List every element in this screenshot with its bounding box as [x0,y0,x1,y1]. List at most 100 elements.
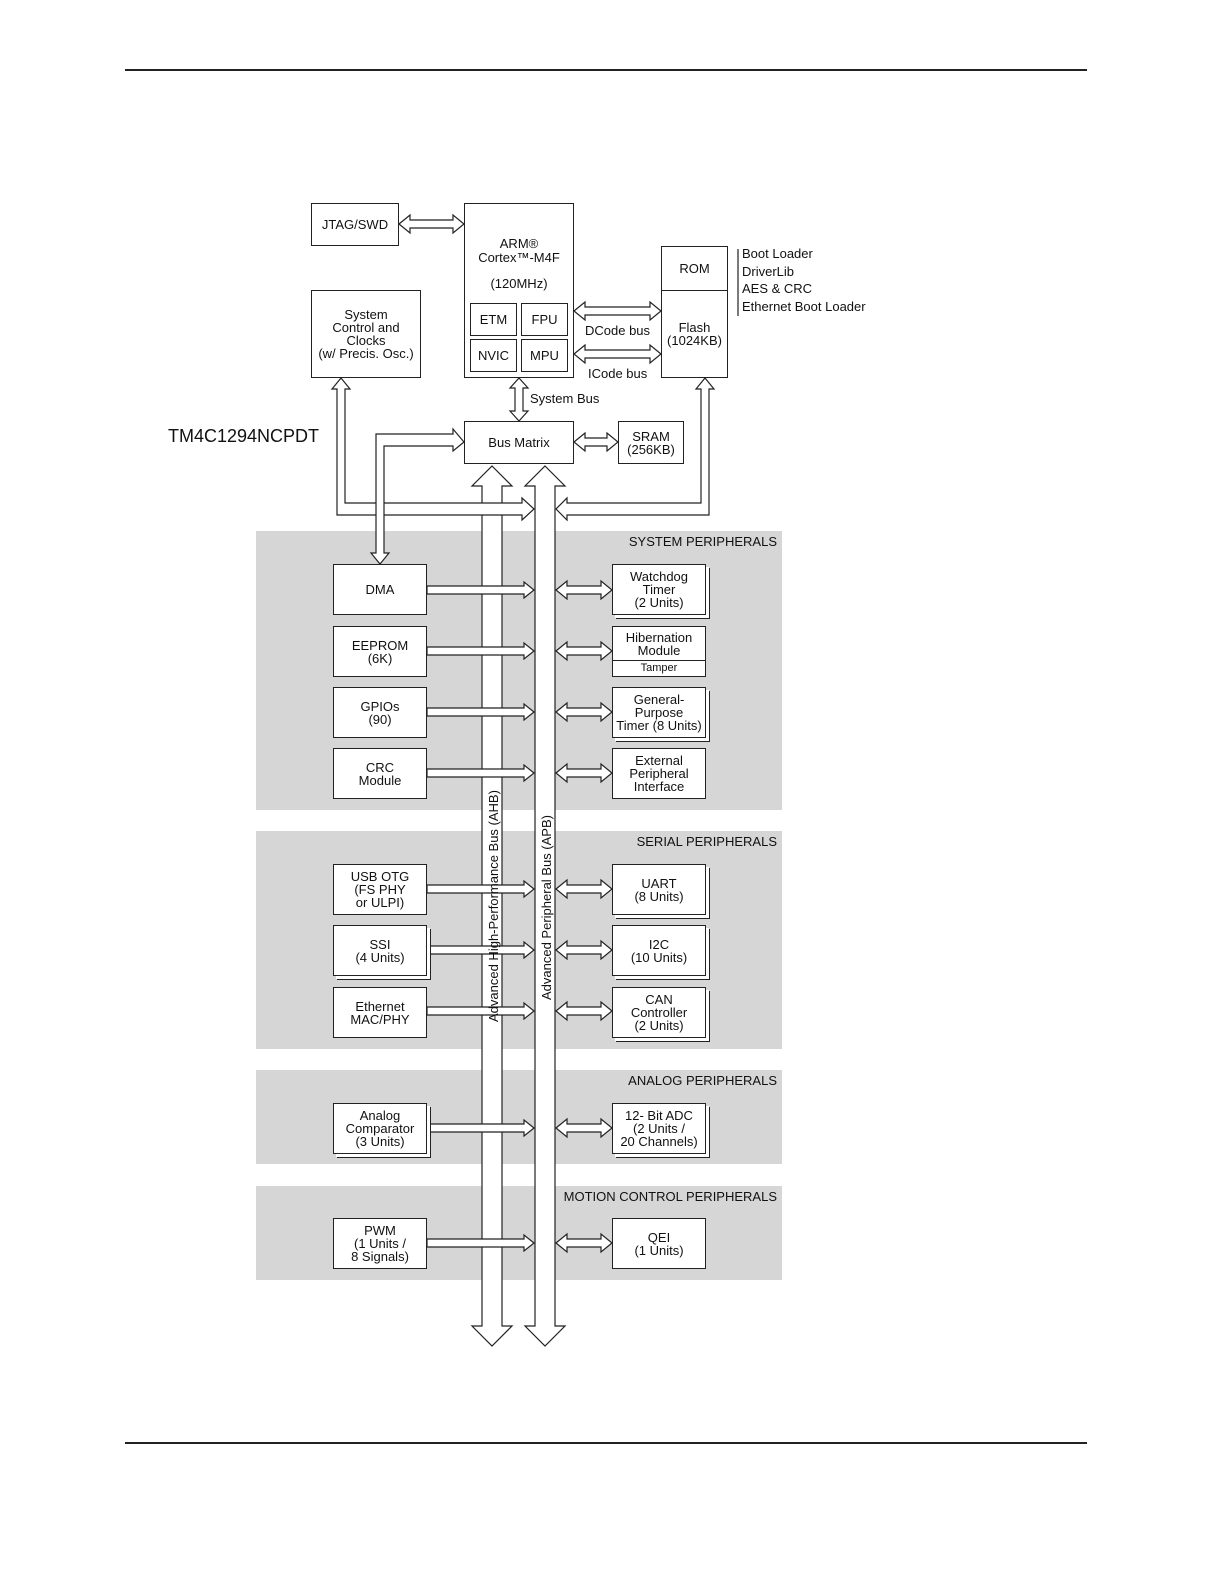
ahb-bus-label: Advanced High-Performance Bus (AHB) [486,790,501,1022]
uart-line-2: (8 Units) [634,888,684,904]
etm-label: ETM [479,312,508,327]
watchdog-line-2: Timer [642,582,676,597]
dcode-bus-label: DCode bus [585,323,651,338]
watchdog-timer-block: Watchdog Timer (2 Units) [612,564,706,615]
comparator-line-3: (3 Units) [355,1134,405,1149]
can-line-3: (2 Units) [634,1018,684,1033]
ssi-ahb-arrow [426,940,535,960]
can-apb-arrow [555,1000,613,1022]
usb-line-2: (FS PHY [354,882,406,897]
gptimer-line-2: Purpose [634,705,684,720]
comparator-line-1: Analog [359,1108,401,1123]
nvic-block: NVIC [470,339,517,372]
epi-line-1: External [635,753,683,768]
sysctl-line-2: Control and [332,320,400,335]
gptimer-line-3: Timer (8 Units) [616,718,702,733]
crc-ahb-arrow [426,763,535,783]
pwm-line-3: 8 Signals) [351,1249,409,1264]
qei-line-2: (1 Units) [634,1242,684,1258]
tamper-block: Tamper [612,660,706,677]
eeprom-line-2: (6K) [367,650,393,666]
ethernet-line-2: MAC/PHY [350,1011,410,1027]
adc-line-2: (2 Units / [632,1121,685,1136]
epi-line-2: Peripheral [629,766,689,781]
sysctl-line-3: Clocks [346,333,386,348]
usb-otg-block: USB OTG (FS PHY or ULPI) [333,864,427,915]
top-rule [125,69,1087,71]
watchdog-line-1: Watchdog [629,569,689,584]
crc-line-2: Module [358,772,402,788]
epi-apb-arrow [555,762,613,784]
analog-comparator-block: Analog Comparator (3 Units) [333,1103,427,1154]
flash-line-1: Flash [678,320,711,335]
dma-bus-matrix-arrow [369,427,465,565]
apb-bus-arrow [523,465,567,1347]
fpu-label: FPU [531,312,558,327]
cpu-name-line-2: Cortex™-M4F [478,250,560,265]
system-bus-label: System Bus [530,391,600,406]
flash-block: Flash (1024KB) [661,290,728,378]
sram-line-1: SRAM [632,428,670,444]
uart-block: UART (8 Units) [612,864,706,915]
system-bus-arrow [508,377,530,422]
bus-matrix-block: Bus Matrix [464,421,574,464]
crc-module-block: CRC Module [333,748,427,799]
gptimer-apb-arrow [555,701,613,723]
sysctl-line-4: (w/ Precis. Osc.) [318,346,414,361]
comparator-ahb-arrow [426,1118,535,1138]
bus-matrix-label: Bus Matrix [488,435,550,450]
comparator-line-2: Comparator [345,1121,415,1136]
ethernet-ahb-arrow [426,1001,535,1021]
pwm-line-2: (1 Units / [353,1236,406,1251]
dma-block: DMA [333,564,427,615]
i2c-block: I2C (10 Units) [612,925,706,976]
sram-block: SRAM (256KB) [618,421,684,464]
pwm-block: PWM (1 Units / 8 Signals) [333,1218,427,1269]
watchdog-line-3: (2 Units) [634,595,684,610]
watchdog-apb-arrow [555,579,613,601]
motion-control-peripherals-title: MOTION CONTROL PERIPHERALS [563,1189,777,1204]
gpio-ahb-arrow [426,702,535,722]
general-purpose-timer-block: General- Purpose Timer (8 Units) [612,687,706,738]
usb-line-3: or ULPI) [355,895,405,910]
qei-block: QEI (1 Units) [612,1218,706,1269]
gpio-block: GPIOs (90) [333,687,427,738]
can-line-2: Controller [630,1005,688,1020]
sram-line-2: (256KB) [627,441,675,457]
rom-block: ROM [661,246,728,291]
bus-matrix-sram-arrow [573,431,619,453]
i2c-line-2: (10 Units) [630,949,688,965]
rom-content-ethernet-boot-loader: Ethernet Boot Loader [742,299,866,314]
flash-line-2: (1024KB) [667,333,722,348]
i2c-line-1: I2C [648,936,670,952]
icode-bus-label: ICode bus [588,366,648,381]
ssi-block: SSI (4 Units) [333,925,427,976]
rom-label: ROM [679,261,710,276]
usb-ahb-arrow [426,879,535,899]
serial-peripherals-title: SERIAL PERIPHERALS [636,834,777,849]
jtag-cpu-arrow [398,213,465,235]
etm-block: ETM [470,303,517,336]
apb-bus-label: Advanced Peripheral Bus (APB) [539,815,554,1000]
ssi-line-2: (4 Units) [355,949,405,965]
system-peripherals-title: SYSTEM PERIPHERALS [628,534,777,549]
icode-bus-arrow [573,343,662,365]
gptimer-line-1: General- [633,692,685,707]
mpu-label: MPU [530,348,559,363]
adc-block: 12- Bit ADC (2 Units / 20 Channels) [612,1103,706,1154]
dma-ahb-arrow [426,580,535,600]
pwm-ahb-arrow [426,1233,535,1253]
dcode-bus-arrow [573,300,662,322]
eeprom-line-1: EEPROM [351,637,409,653]
cpu-frequency: (120MHz) [490,276,548,291]
sysctl-line-1: System [344,307,388,322]
eeprom-ahb-arrow [426,641,535,661]
fpu-block: FPU [521,303,568,336]
jtag-swd-block: JTAG/SWD [311,203,399,246]
can-line-1: CAN [645,992,673,1007]
nvic-label: NVIC [477,348,510,363]
uart-apb-arrow [555,878,613,900]
qei-apb-arrow [555,1232,613,1254]
ethernet-line-1: Ethernet [355,998,405,1014]
